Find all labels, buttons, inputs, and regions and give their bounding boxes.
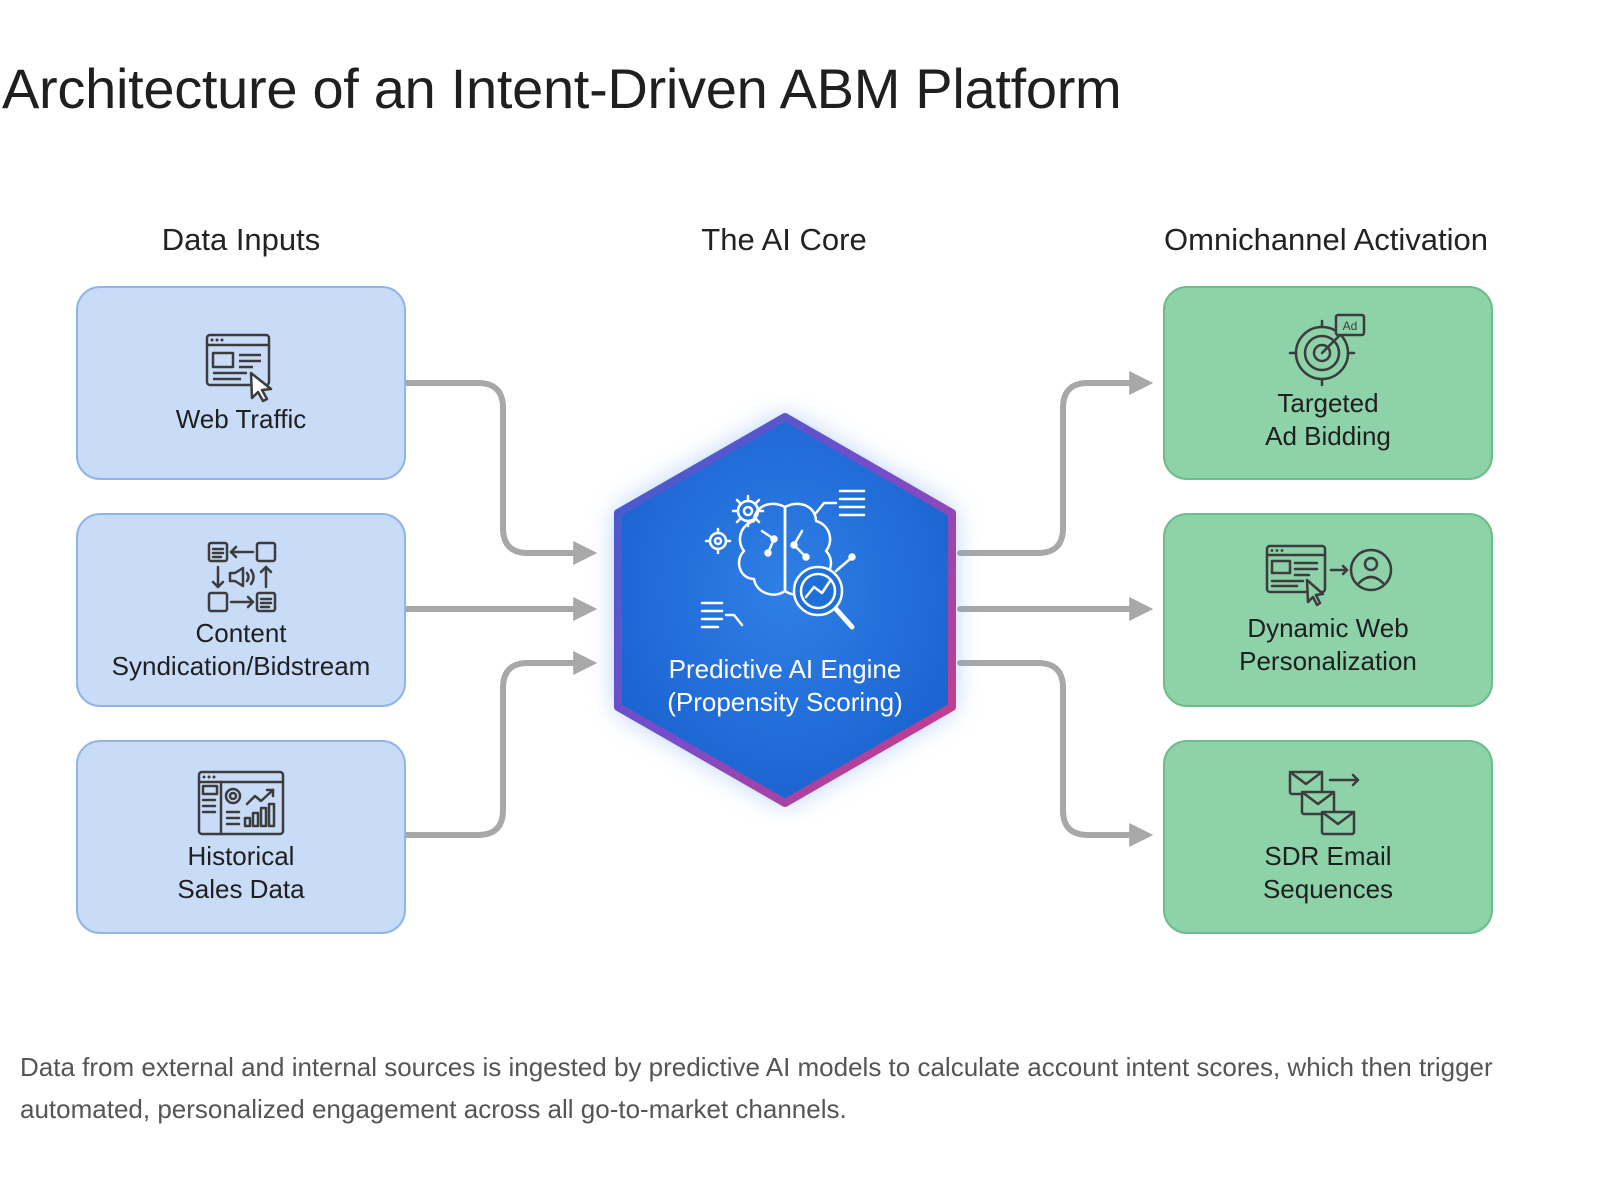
input-historical-sales: Historical Sales Data	[76, 740, 406, 934]
crm-dashboard-icon	[197, 770, 285, 836]
column-heading-omnichannel: Omnichannel Activation	[1164, 222, 1488, 257]
web-to-user-icon	[1265, 544, 1393, 607]
column-heading-data-inputs: Data Inputs	[161, 222, 321, 257]
figure-caption: Data from external and internal sources …	[20, 1052, 1493, 1124]
ai-brain-analytics-icon	[700, 489, 866, 630]
ai-core-hexagon	[614, 413, 956, 807]
input-web-traffic: Web Traffic	[76, 286, 406, 480]
output-label-email-sequences: SDR Email Sequences	[1262, 841, 1394, 904]
output-sdr-email-sequences: SDR Email Sequences	[1163, 740, 1493, 934]
column-heading-ai-core: The AI Core	[701, 222, 867, 257]
input-label-historical-sales: Historical Sales Data	[177, 841, 305, 904]
content-exchange-icon	[207, 541, 277, 613]
output-label-web-personalization: Dynamic Web Personalization	[1239, 613, 1417, 676]
input-label-web-traffic: Web Traffic	[175, 403, 307, 434]
ad-target-icon: Ad	[1288, 313, 1366, 387]
connector-web-traffic	[403, 380, 598, 565]
output-targeted-ad-bidding: Ad Targeted Ad Bidding	[1163, 286, 1493, 480]
email-sequence-icon	[1288, 770, 1360, 836]
connector-sales-data	[403, 651, 598, 838]
input-content-syndication: Content Syndication/Bidstream	[76, 513, 406, 707]
output-dynamic-web-personalization: Dynamic Web Personalization	[1163, 513, 1493, 707]
browser-cursor-icon	[205, 333, 273, 402]
ai-core-label: Predictive AI Engine (Propensity Scoring…	[667, 654, 903, 717]
connector-email-sequences	[957, 660, 1154, 847]
input-label-content-syndication: Content Syndication/Bidstream	[111, 618, 371, 681]
output-label-ad-bidding: Targeted Ad Bidding	[1265, 388, 1391, 451]
connector-ad-bidding	[957, 371, 1154, 556]
page-title: Architecture of an Intent-Driven ABM Pla…	[2, 57, 1122, 120]
svg-text:Ad: Ad	[1343, 319, 1358, 333]
ai-core-engine: Predictive AI Engine (Propensity Scoring…	[590, 395, 980, 825]
